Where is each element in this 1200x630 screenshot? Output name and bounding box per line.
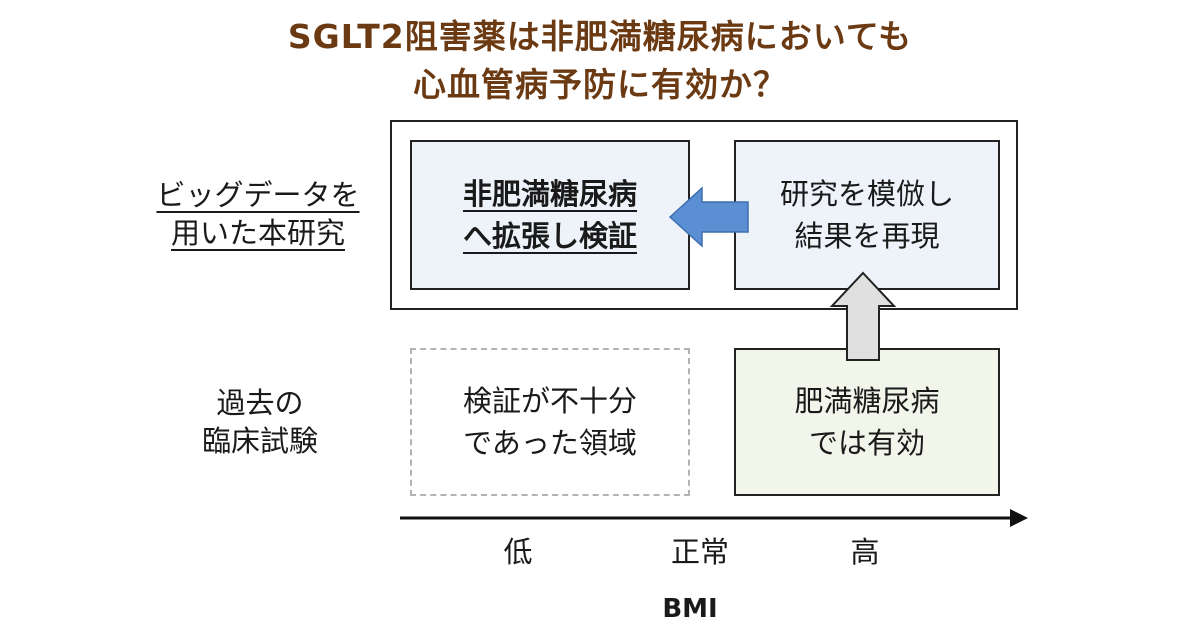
insufficient-box-line-2: であった領域 [463,426,637,460]
row-label-past-line-2: 臨床試験 [201,424,318,458]
nonobese-extension-box: 非肥満糖尿病 へ拡張し検証 [410,140,690,290]
obese-effective-box: 肥満糖尿病 では有効 [734,348,1000,496]
blue-left-arrow [668,186,749,248]
nonobese-box-line-1: 非肥満糖尿病 [462,177,637,211]
row-label-bigdata-line-2: 用いた本研究 [170,216,345,250]
insufficient-evidence-box: 検証が不十分 であった領域 [410,348,690,496]
bmi-axis-label: BMI [662,594,718,624]
effective-box-line-2: では有効 [808,426,925,460]
blue-left-arrow-shape [668,186,749,248]
nonobese-box-line-2: へ拡張し検証 [462,219,637,253]
insufficient-box-line-1: 検証が不十分 [462,384,637,418]
row-label-past-trials: 過去の 臨床試験 [190,384,330,460]
mimic-box-line-1: 研究を模倣し [779,177,954,211]
effective-box-line-1: 肥満糖尿病 [794,384,940,418]
title-line-2: 心血管病予防に有効か？ [413,65,787,104]
title-line-1: SGLT2阻害薬は非肥満糖尿病においても [287,17,913,56]
bmi-axis-arrowhead [1010,509,1028,527]
row-label-bigdata-study: ビッグデータを 用いた本研究 [148,176,368,252]
mimic-box-line-2: 結果を再現 [794,219,940,253]
bmi-axis-arrow [400,509,1028,527]
bmi-tick-normal: 正常 [670,535,729,569]
bmi-tick-high: 高 [850,535,880,569]
row-label-past-line-1: 過去の [216,386,304,420]
bmi-tick-low: 低 [503,535,533,569]
row-label-bigdata-line-1: ビッグデータを [156,178,360,212]
mimic-study-box: 研究を模倣し 結果を再現 [734,140,1000,290]
gray-up-arrow [829,271,897,361]
gray-up-arrow-shape [829,271,897,361]
